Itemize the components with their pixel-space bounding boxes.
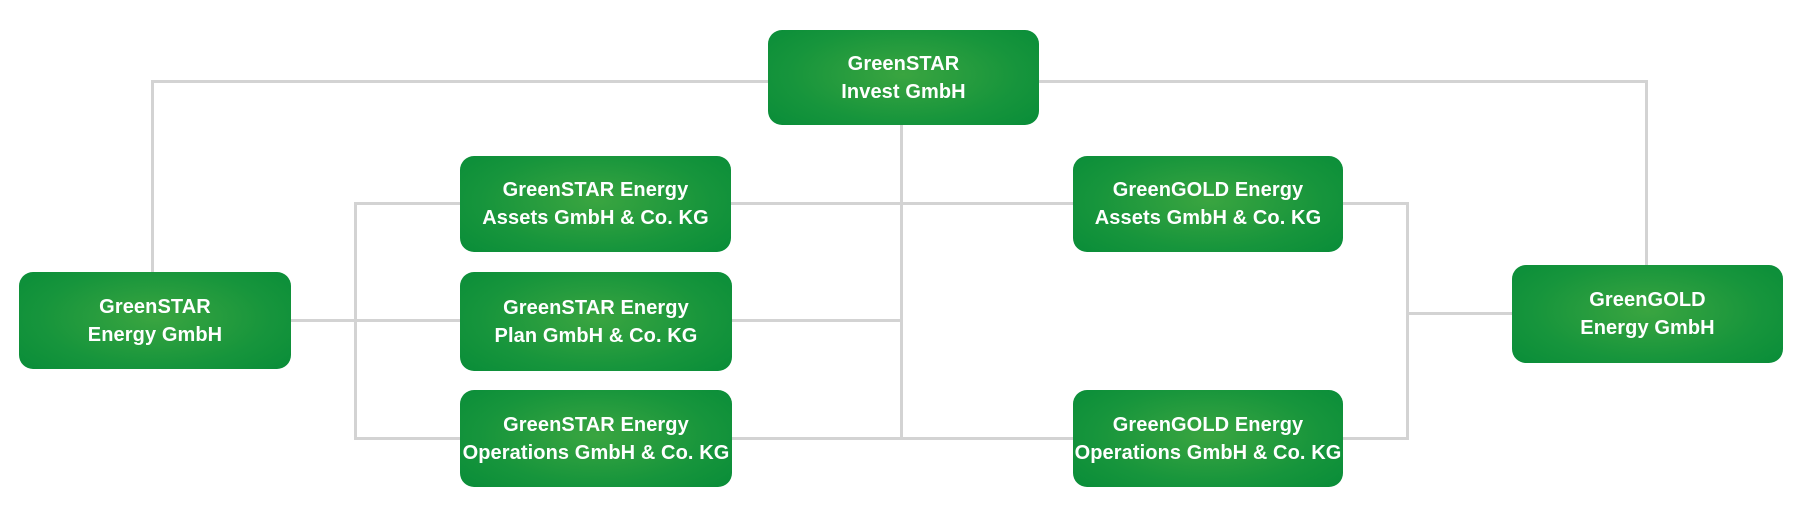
connector-right-operations-branch — [1340, 437, 1409, 440]
org-node-greengold-energy: GreenGOLD Energy GmbH — [1512, 265, 1783, 363]
org-node-label-line: Operations GmbH & Co. KG — [462, 441, 730, 464]
connector-center-assets-row — [728, 202, 1076, 205]
connector-left-assets-branch — [354, 202, 464, 205]
org-node-label-line: GreenSTAR Energy — [503, 413, 689, 436]
connector-right-parent-branch — [1406, 312, 1516, 315]
org-node-label-line: GreenGOLD — [1589, 289, 1706, 311]
connector-left-plan-branch — [289, 319, 464, 322]
org-node-label-line: Invest GmbH — [841, 80, 966, 103]
connector-outer-right-vertical — [1645, 80, 1648, 266]
org-node-label-line: GreenSTAR — [847, 52, 960, 75]
connector-center-trunk-vertical — [900, 123, 903, 440]
connector-outer-left-vertical — [151, 80, 154, 273]
org-node-greenstar-energy: GreenSTAR Energy GmbH — [19, 272, 291, 369]
org-node-greengold-energy-assets: GreenGOLD Energy Assets GmbH & Co. KG — [1073, 156, 1343, 252]
org-node-label-line: GreenGOLD Energy — [1112, 413, 1304, 436]
org-node-greengold-energy-operations: GreenGOLD Energy Operations GmbH & Co. K… — [1073, 390, 1343, 487]
org-node-label-line: GreenSTAR Energy — [503, 296, 689, 319]
org-node-label-line: GreenSTAR Energy — [502, 179, 689, 201]
org-node-label-line: Energy GmbH — [87, 323, 223, 346]
org-node-greenstar-energy-assets: GreenSTAR Energy Assets GmbH & Co. KG — [460, 156, 731, 252]
org-node-label-line: GreenSTAR — [99, 295, 211, 318]
connector-center-operations-row — [728, 437, 1076, 440]
org-node-greenstar-energy-plan: GreenSTAR Energy Plan GmbH & Co. KG — [460, 272, 732, 371]
org-node-label-line: Assets GmbH & Co. KG — [1094, 207, 1322, 229]
connector-left-operations-branch — [354, 437, 464, 440]
org-node-greenstar-invest: GreenSTAR Invest GmbH — [768, 30, 1039, 125]
org-node-label-line: Plan GmbH & Co. KG — [494, 324, 698, 347]
org-node-label-line: Assets GmbH & Co. KG — [482, 207, 709, 229]
org-node-greenstar-energy-operations: GreenSTAR Energy Operations GmbH & Co. K… — [460, 390, 732, 487]
org-node-label-line: Operations GmbH & Co. KG — [1074, 441, 1342, 464]
org-node-label-line: Energy GmbH — [1580, 317, 1715, 339]
connector-center-plan-row — [728, 319, 903, 322]
org-node-label-line: GreenGOLD Energy — [1112, 179, 1304, 201]
connector-right-trunk-vertical — [1406, 202, 1409, 440]
connector-right-assets-branch — [1340, 202, 1409, 205]
